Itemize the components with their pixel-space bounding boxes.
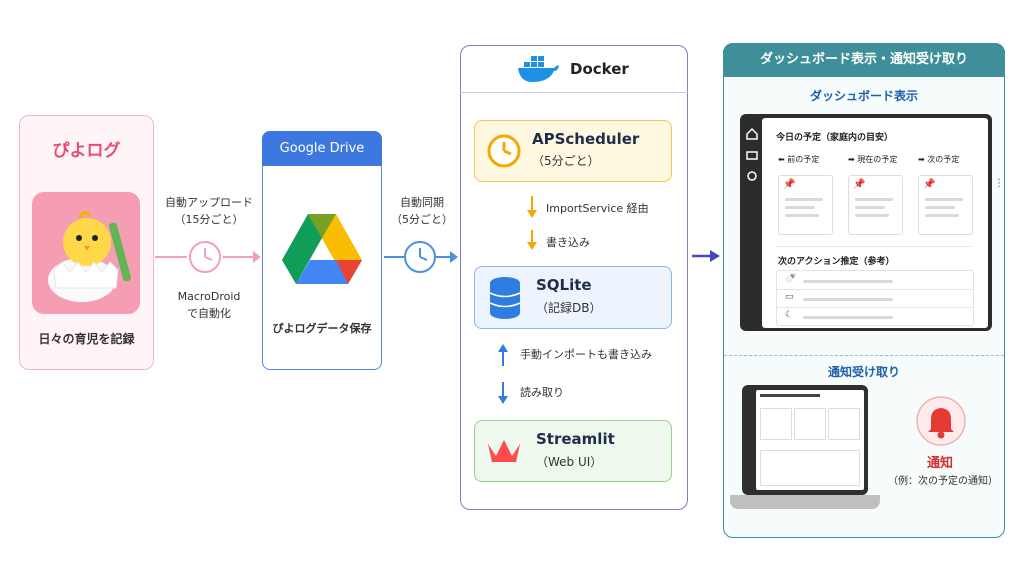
laptop-base bbox=[730, 495, 880, 509]
screen-sidebar-icons bbox=[746, 127, 758, 181]
upload-line1: 自動アップロード bbox=[165, 196, 253, 209]
moon-icon: ☾ bbox=[785, 310, 794, 320]
col-prev-label: 前の予定 bbox=[787, 155, 820, 164]
placeholder-bar bbox=[785, 206, 815, 209]
piyolog-title: ぴよログ bbox=[52, 141, 121, 161]
google-drive-header: Google Drive bbox=[262, 131, 382, 166]
piyolog-app-icon bbox=[32, 192, 140, 314]
placeholder-bar bbox=[803, 280, 893, 283]
home-icon bbox=[746, 127, 758, 140]
placeholder-bar bbox=[925, 198, 963, 201]
sync-line2: （5分ごと） bbox=[391, 213, 453, 226]
pin-icon: 📌 bbox=[783, 179, 796, 190]
manual-import-label: 手動インポートも書き込み bbox=[520, 348, 652, 361]
diaper-icon: ▭ bbox=[785, 292, 794, 302]
row-divider bbox=[777, 307, 973, 308]
row-divider bbox=[777, 289, 973, 290]
placeholder-bar bbox=[785, 198, 823, 201]
notify-title: 通知 bbox=[926, 456, 953, 471]
col-now-label: 現在の予定 bbox=[857, 155, 898, 164]
piyolog-caption: 日々の育児を記録 bbox=[38, 332, 135, 346]
action-title: 次のアクション推定（参考） bbox=[778, 257, 895, 267]
streamlit-title: Streamlit bbox=[536, 430, 615, 448]
sqlite-sub: （記録DB） bbox=[536, 301, 602, 315]
sync-label: 自動同期 （5分ごと） bbox=[384, 194, 460, 228]
placeholder-bar bbox=[803, 298, 893, 301]
mini-card bbox=[794, 408, 826, 440]
col-next-label: 次の予定 bbox=[927, 155, 960, 164]
bottle-icon: 🍼 bbox=[785, 274, 797, 284]
clock-icon bbox=[487, 134, 521, 168]
apscheduler-title: APScheduler bbox=[532, 130, 640, 148]
google-drive-card bbox=[262, 131, 382, 370]
placeholder-bar bbox=[785, 214, 819, 217]
mini-card bbox=[828, 408, 860, 440]
docker-whale-icon bbox=[518, 56, 559, 82]
dashboard-section-title: ダッシュボード表示 bbox=[809, 89, 918, 103]
placeholder-bar bbox=[803, 316, 893, 319]
upload-line2: （15分ごと） bbox=[174, 213, 244, 226]
mini-card bbox=[760, 408, 792, 440]
screen-col-prev: ⬅ 前の予定 bbox=[778, 155, 820, 164]
pin-icon: 📌 bbox=[923, 179, 936, 190]
dashboard-section-divider bbox=[724, 355, 1004, 356]
note-card-next: 📌 bbox=[918, 175, 973, 235]
notify-section-title: 通知受け取り bbox=[827, 365, 900, 379]
streamlit-crown-icon bbox=[488, 440, 520, 462]
sync-arrow bbox=[384, 241, 458, 273]
import-service-label: ImportService 経由 bbox=[546, 202, 649, 215]
write-label: 書き込み bbox=[546, 236, 590, 249]
upload-label: 自動アップロード （15分ごと） bbox=[155, 194, 263, 228]
pin-icon: 📌 bbox=[853, 179, 866, 190]
note-card-prev: 📌 bbox=[778, 175, 833, 235]
settings-icon bbox=[747, 171, 757, 181]
upload-tool1: MacroDroid bbox=[177, 290, 241, 303]
macrodroid-label: MacroDroid で自動化 bbox=[155, 288, 263, 322]
chick-icon bbox=[48, 211, 131, 302]
more-dots-icon: ⋮ bbox=[994, 178, 1004, 189]
dashboard-header: ダッシュボード表示・通知受け取り bbox=[723, 43, 1005, 77]
placeholder-bar bbox=[925, 206, 955, 209]
docker-title: Docker bbox=[570, 60, 629, 78]
apscheduler-sub: （5分ごと） bbox=[532, 154, 600, 168]
notify-example: （例：次の予定の通知） bbox=[888, 476, 998, 487]
sync-line1: 自動同期 bbox=[400, 196, 444, 209]
import-arrows bbox=[527, 196, 537, 250]
streamlit-sub: （Web UI） bbox=[536, 455, 603, 469]
placeholder-bar bbox=[855, 214, 889, 217]
google-drive-caption: ぴよログデータ保存 bbox=[272, 322, 372, 335]
google-drive-icon bbox=[282, 214, 362, 284]
mini-title-bar bbox=[760, 394, 820, 397]
screen-col-now: ➡ 現在の予定 bbox=[848, 155, 898, 164]
upload-arrow bbox=[155, 241, 261, 273]
notification-bell-icon bbox=[916, 396, 966, 446]
screen-divider bbox=[776, 246, 972, 247]
action-list: 🍼 ▭ ☾ bbox=[776, 270, 974, 326]
note-card-now: 📌 bbox=[848, 175, 903, 235]
docker-to-dashboard-arrow bbox=[692, 250, 720, 262]
baby-icon bbox=[746, 151, 758, 160]
read-label: 読み取り bbox=[520, 386, 564, 399]
docker-header-divider bbox=[460, 92, 688, 93]
screen-title: 今日の予定（家庭内の目安） bbox=[776, 133, 894, 143]
laptop-display bbox=[756, 390, 864, 490]
placeholder-bar bbox=[925, 214, 959, 217]
placeholder-bar bbox=[855, 198, 893, 201]
database-icon bbox=[489, 277, 521, 319]
mini-list bbox=[760, 450, 860, 486]
sqlite-title: SQLite bbox=[536, 276, 592, 294]
placeholder-bar bbox=[855, 206, 885, 209]
read-write-arrows bbox=[498, 344, 508, 404]
screen-col-next: ➡ 次の予定 bbox=[918, 155, 960, 164]
upload-tool2: で自動化 bbox=[187, 307, 231, 320]
